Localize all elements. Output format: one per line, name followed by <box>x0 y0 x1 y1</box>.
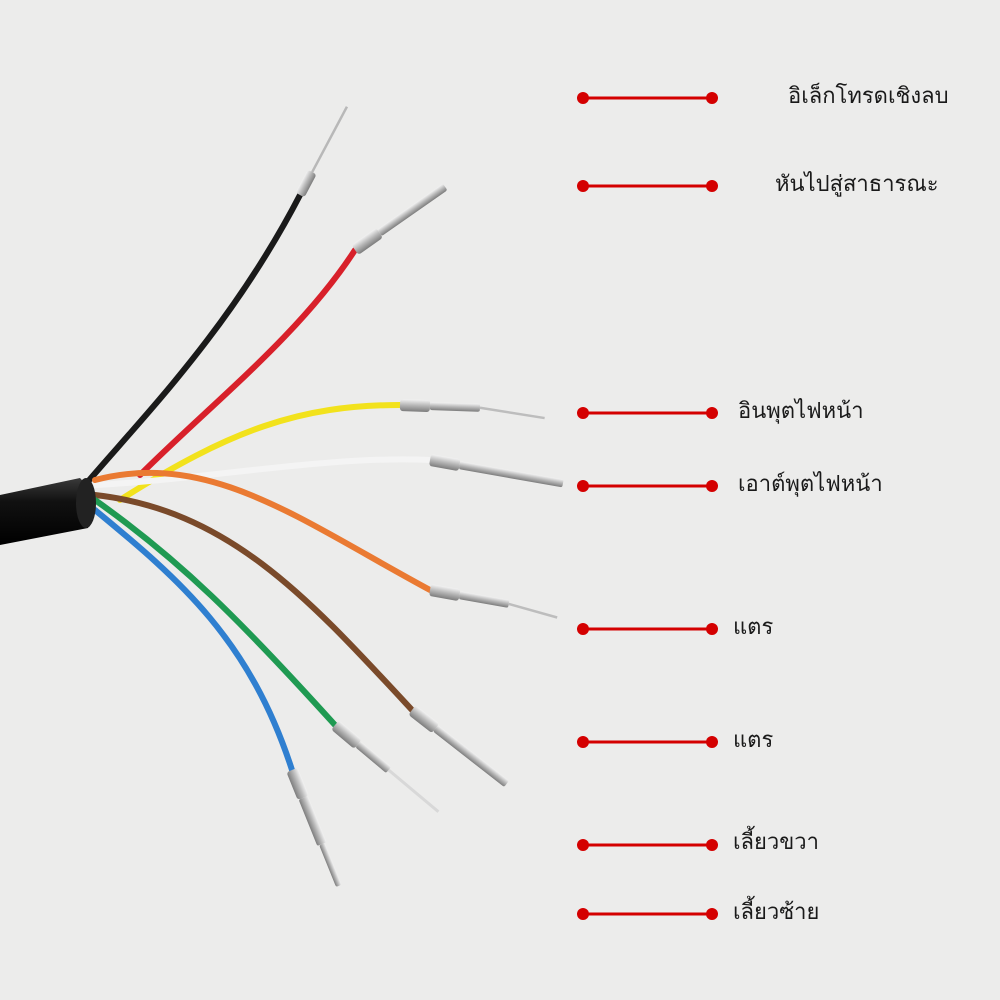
black-wire-icon <box>82 192 303 488</box>
label-horn: แตร <box>733 615 774 640</box>
label-headlight-output: เอาต์พุตไฟหน้า <box>738 472 883 497</box>
terminal-pin-icon <box>296 106 349 197</box>
wires-group <box>82 192 433 773</box>
leader-line <box>577 92 718 104</box>
leader-line <box>577 908 718 920</box>
leader-line <box>577 480 718 492</box>
label-headlight-input: อินพุตไฟหน้า <box>738 399 864 424</box>
terminal-pin-icon <box>409 706 509 787</box>
leader-line <box>577 407 718 419</box>
label-turn-right: เลี้ยวขวา <box>733 830 819 855</box>
terminal-pin-icon <box>352 184 447 254</box>
leader-line <box>577 839 718 851</box>
brown-wire-icon <box>92 492 415 713</box>
label-horn: แตร <box>733 728 774 753</box>
terminal-pin-icon <box>399 399 545 420</box>
leader-line <box>577 180 718 192</box>
terminals-group <box>287 106 564 887</box>
label-negative-electrode: อิเล็กโทรดเชิงลบ <box>788 84 949 109</box>
blue-wire-icon <box>92 507 295 773</box>
label-turn-left: เลี้ยวซ้าย <box>733 900 820 925</box>
leader-line <box>577 736 718 748</box>
green-wire-icon <box>92 497 338 728</box>
terminal-pin-icon <box>429 584 558 619</box>
leader-line <box>577 623 718 635</box>
leader-lines-group <box>577 92 718 920</box>
label-ground: หันไปสู่สาธารณะ <box>775 172 939 197</box>
red-wire-icon <box>137 247 358 478</box>
cable-sheath <box>0 478 96 545</box>
orange-wire-icon <box>92 469 433 593</box>
terminal-pin-icon <box>332 721 440 813</box>
terminal-pin-icon <box>429 454 564 488</box>
white-wire-icon <box>92 456 433 488</box>
terminal-pin-icon <box>287 768 342 887</box>
